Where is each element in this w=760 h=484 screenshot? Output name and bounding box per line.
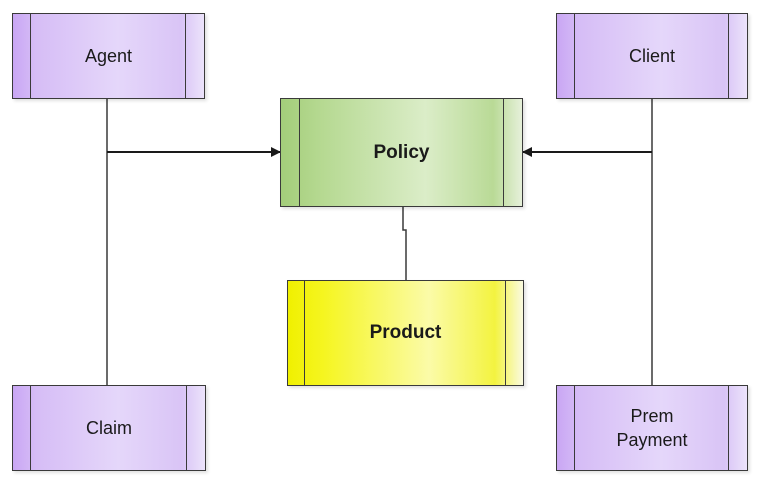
prem-payment-left-bar bbox=[574, 386, 575, 470]
client-node[interactable]: Client bbox=[556, 13, 748, 99]
claim-node[interactable]: Claim bbox=[12, 385, 206, 471]
product-node[interactable]: Product bbox=[287, 280, 524, 386]
agent-right-bar bbox=[185, 14, 186, 98]
policy-node[interactable]: Policy bbox=[280, 98, 523, 207]
client-label: Client bbox=[628, 45, 676, 66]
claim-left-bar bbox=[30, 386, 31, 470]
agent-node[interactable]: Agent bbox=[12, 13, 205, 99]
policy-product-connector bbox=[402, 206, 407, 281]
product-left-bar bbox=[304, 281, 305, 385]
claim-right-bar bbox=[186, 386, 187, 470]
claim-label: Claim bbox=[85, 417, 132, 438]
product-right-bar bbox=[505, 281, 506, 385]
policy-right-bar bbox=[503, 99, 504, 206]
client-right-bar bbox=[728, 14, 729, 98]
agent-label: Agent bbox=[84, 45, 133, 66]
policy-label: Policy bbox=[373, 141, 430, 163]
client-left-bar bbox=[574, 14, 575, 98]
agent-left-bar bbox=[30, 14, 31, 98]
prem-payment-label: Prem Payment bbox=[616, 405, 688, 450]
prem-payment-node[interactable]: Prem Payment bbox=[556, 385, 748, 471]
prem-payment-right-bar bbox=[728, 386, 729, 470]
product-label: Product bbox=[369, 322, 442, 344]
policy-left-bar bbox=[299, 99, 300, 206]
